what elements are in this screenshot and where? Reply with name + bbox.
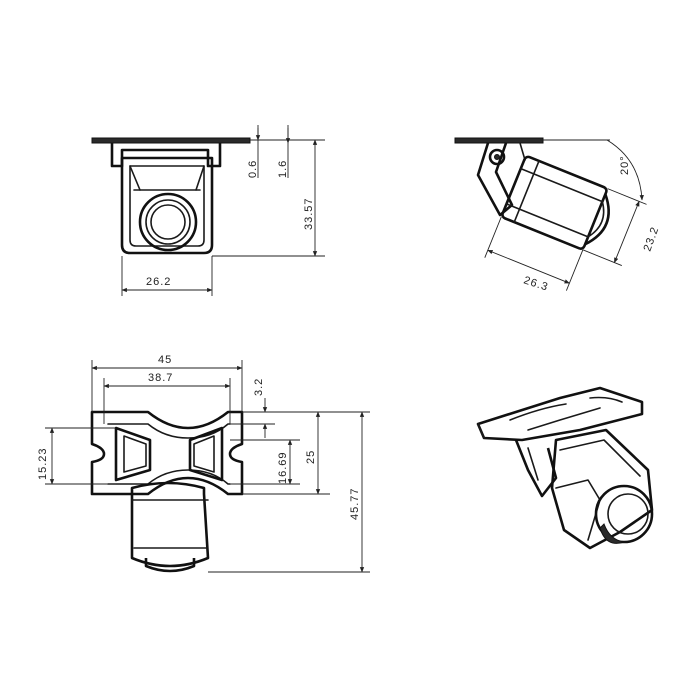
side-dim-body-length: 26.3 (522, 274, 550, 293)
side-dim-body-height: 23.2 (642, 225, 662, 253)
bottom-left-slot (114, 426, 152, 482)
iso-lens-inner (607, 493, 649, 535)
isometric-view (476, 386, 654, 550)
front-mount-plate (91, 137, 251, 144)
bottom-lens (144, 558, 196, 573)
side-mount-plate (454, 137, 544, 144)
front-view: 0.6 1.6 33.57 26.2 (91, 125, 325, 296)
side-pivot-screw (488, 148, 506, 166)
side-view: 20° 23.2 26.3 (454, 137, 662, 294)
front-lens-outer (138, 192, 198, 252)
front-dim-width: 26.2 (146, 276, 171, 288)
front-bracket (110, 143, 222, 168)
bottom-dim-total-width: 45 (158, 354, 172, 366)
iso-bracket-plate (476, 386, 644, 442)
front-lens-inner (150, 204, 186, 240)
bottom-dim-inner: 16.69 (277, 451, 289, 484)
iso-bracket-legs (514, 439, 558, 498)
side-dim-angle: 20° (619, 155, 631, 175)
side-housing (501, 155, 608, 250)
bottom-dim-slot-left: 15.23 (37, 447, 49, 480)
side-bracket (476, 142, 514, 217)
bottom-right-slot (188, 426, 224, 482)
bottom-dim-bracket-depth: 25 (305, 450, 317, 464)
front-dim-bracket-thickness: 1.6 (277, 160, 289, 178)
bottom-dim-total-depth: 45.77 (349, 487, 361, 520)
bottom-dim-slot-span: 38.7 (148, 372, 173, 384)
bottom-view: 45 38.7 3.2 15.23 16.69 25 45.77 (37, 354, 370, 573)
side-lens-dome (584, 193, 610, 246)
bottom-dim-slot-width: 3.2 (253, 378, 265, 396)
front-housing (120, 156, 214, 255)
front-dim-top-gap: 0.6 (247, 160, 259, 178)
bottom-housing (130, 481, 210, 568)
front-dim-height: 33.57 (303, 197, 315, 230)
